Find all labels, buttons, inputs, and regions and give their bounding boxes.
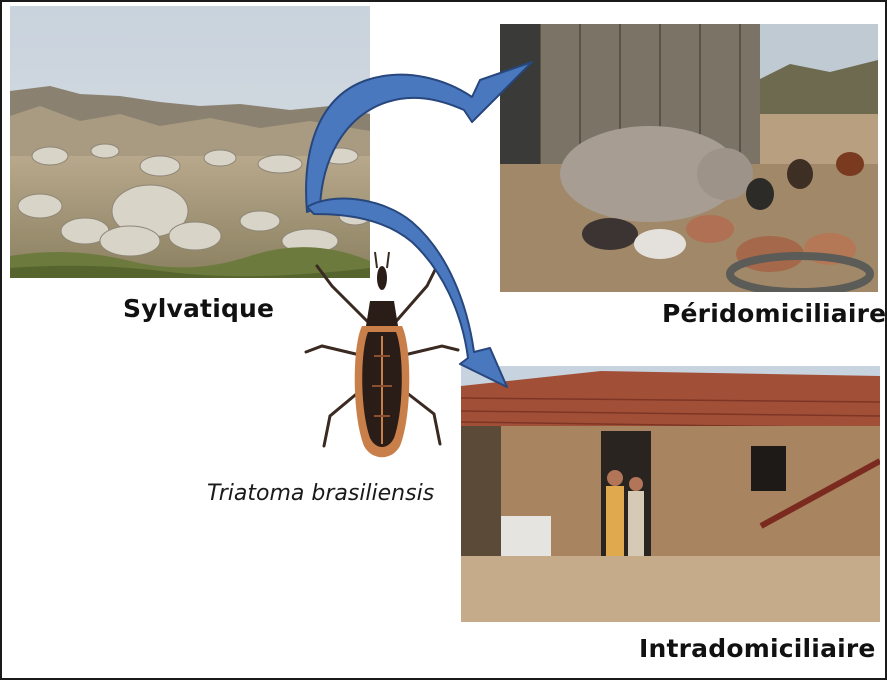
sylvatic-landscape-photo (10, 6, 370, 278)
domestic-habitat-label: Intradomiciliaire (639, 634, 876, 663)
sylvatic-habitat-label: Sylvatique (123, 294, 274, 323)
domestic-house-photo (461, 366, 880, 622)
peridomestic-farmyard-photo (500, 24, 878, 292)
peridomestic-habitat-label: Péridomiciliaire (662, 299, 886, 328)
triatoma-bug-image (302, 246, 462, 472)
species-label: Triatoma brasiliensis (207, 481, 434, 506)
